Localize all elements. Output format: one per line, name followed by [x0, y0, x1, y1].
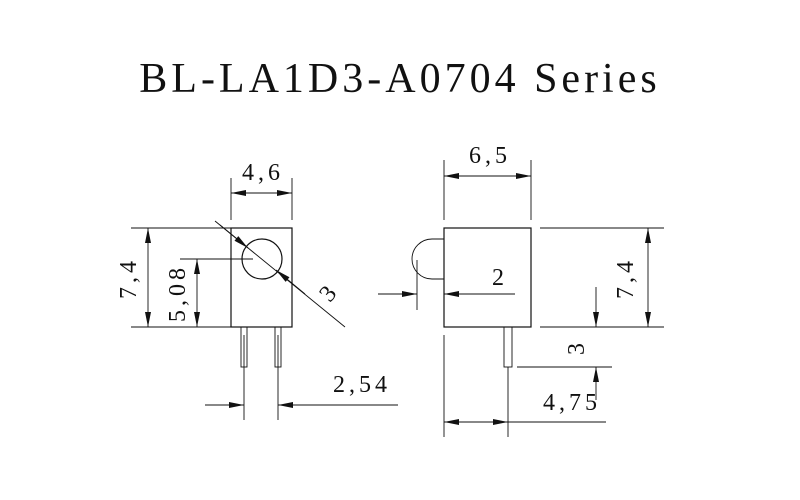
side-pin: [503, 326, 513, 368]
label-lens-diameter: 3: [315, 278, 345, 307]
side-body: [443, 227, 532, 328]
drawing-title: BL-LA1D3-A0704 Series: [139, 56, 660, 102]
lens-dome: [411, 238, 444, 280]
side-view: 6,5 2 7,4 3 4,75: [378, 143, 664, 437]
label-lens-protrusion: 2: [492, 265, 508, 291]
label-pin-length: 3: [564, 339, 590, 355]
label-width-front: 4,6: [242, 160, 284, 186]
label-width-side: 6,5: [469, 143, 511, 169]
front-view: 4,6 7,4 5,08 3 2,54: [116, 160, 398, 420]
label-pin-offset: 4,75: [543, 390, 601, 416]
label-height-side: 7,4: [613, 257, 639, 299]
label-pin-pitch: 2,54: [333, 372, 391, 398]
label-lens-height: 5,08: [165, 264, 191, 322]
front-body: [230, 227, 293, 328]
label-height-front: 7,4: [116, 257, 142, 299]
